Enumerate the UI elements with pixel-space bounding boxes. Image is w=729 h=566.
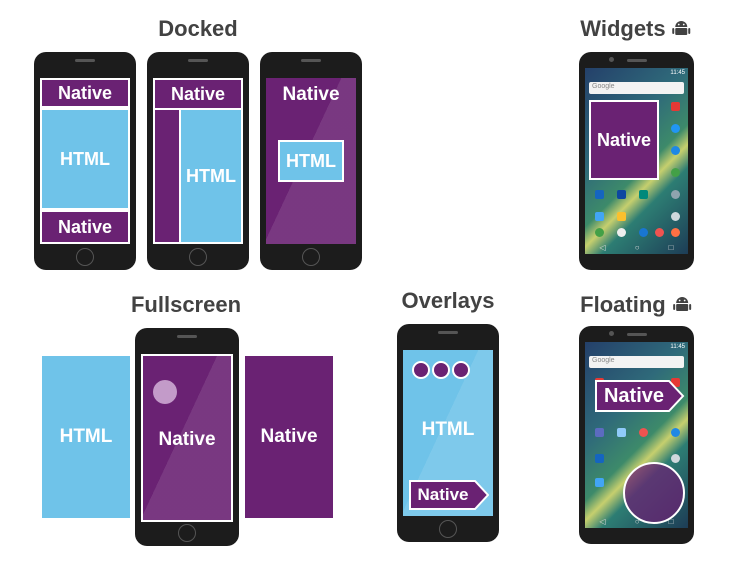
docked-phone-1: Native HTML Native [34, 52, 136, 270]
app-icon[interactable] [671, 190, 680, 199]
html-content: HTML [179, 108, 243, 244]
fullscreen-phone: Native [135, 328, 239, 546]
app-icon[interactable] [671, 124, 680, 133]
app-icon[interactable] [671, 428, 680, 437]
native-widget[interactable]: Native [589, 100, 659, 180]
recents-icon[interactable]: □ [668, 242, 674, 252]
native-top-bar: Native [153, 78, 243, 110]
camera-icon [609, 57, 614, 62]
title-floating-text: Floating [580, 292, 666, 317]
floating-bubble[interactable] [623, 462, 685, 524]
back-icon[interactable]: ◁ [599, 242, 606, 252]
app-icon[interactable] [671, 212, 680, 221]
overlay-dot-icon[interactable] [432, 361, 450, 379]
android-icon [672, 21, 691, 35]
docked-screen-2: Native HTML [153, 78, 243, 244]
native-floating-tag-shape [595, 380, 685, 412]
native-floating-tag[interactable]: Native [603, 384, 665, 407]
app-icon[interactable] [595, 454, 604, 463]
app-icon[interactable] [655, 228, 664, 237]
app-icon[interactable] [671, 102, 680, 111]
camera-icon [609, 331, 614, 336]
app-icon[interactable] [671, 228, 680, 237]
app-icon[interactable] [639, 228, 648, 237]
android-nav-bar: ◁ ○ □ [585, 240, 688, 254]
native-tag-shape [409, 480, 489, 510]
docked-phone-3: Native HTML [260, 52, 362, 270]
app-icon[interactable] [617, 212, 626, 221]
widgets-screen: 11:45 Google Native ◁ ○ □ [585, 68, 688, 254]
home-button-icon [178, 524, 196, 542]
app-icon[interactable] [671, 454, 680, 463]
fullscreen-screen: Native [141, 354, 233, 522]
native-label: Native [282, 84, 340, 105]
title-floating: Floating [580, 292, 692, 318]
app-icon[interactable] [617, 190, 626, 199]
google-search-bar[interactable]: Google [589, 356, 684, 368]
overlays-phone: HTML Native [397, 324, 499, 542]
docked-phone-2: Native HTML [147, 52, 249, 270]
native-label: Native [158, 429, 216, 450]
app-icon[interactable] [671, 146, 680, 155]
phone-speaker-icon [438, 331, 458, 334]
title-widgets: Widgets [580, 16, 691, 42]
phone-speaker-icon [75, 59, 95, 62]
app-icon[interactable] [595, 428, 604, 437]
app-icon[interactable] [617, 228, 626, 237]
docked-screen-1: Native HTML Native [40, 78, 130, 244]
recents-icon[interactable]: □ [668, 516, 674, 526]
html-inset: HTML [278, 140, 344, 182]
title-overlays: Overlays [401, 288, 495, 313]
app-icon[interactable] [671, 168, 680, 177]
google-search-bar[interactable]: Google [589, 82, 684, 94]
android-icon [672, 297, 691, 311]
html-label: HTML [421, 419, 475, 440]
google-search-label: Google [592, 357, 615, 364]
phone-speaker-icon [626, 59, 647, 62]
app-icon[interactable] [671, 378, 680, 387]
app-icon[interactable] [639, 190, 648, 199]
overlay-dot-icon[interactable] [412, 361, 430, 379]
app-icon[interactable] [639, 428, 648, 437]
home-button-icon [302, 248, 320, 266]
fullscreen-native-panel: Native [245, 356, 333, 518]
floating-dot-icon [153, 380, 177, 404]
floating-phone: 11:45 Google ◁ ○ □ Native [579, 326, 694, 544]
app-icon[interactable] [595, 190, 604, 199]
phone-speaker-icon [177, 335, 197, 338]
overlays-screen: HTML Native [403, 350, 493, 516]
android-nav-bar: ◁ ○ □ [585, 514, 688, 528]
app-icon[interactable] [595, 212, 604, 221]
phone-speaker-icon [626, 333, 647, 336]
home-icon[interactable]: ○ [634, 516, 640, 526]
back-icon[interactable]: ◁ [599, 516, 606, 526]
title-widgets-text: Widgets [580, 16, 666, 41]
home-button-icon [189, 248, 207, 266]
native-top-bar: Native [40, 78, 130, 108]
home-button-icon [76, 248, 94, 266]
widgets-phone: 11:45 Google Native ◁ ○ □ [579, 52, 694, 270]
phone-speaker-icon [188, 59, 208, 62]
app-icon[interactable] [617, 428, 626, 437]
overlay-dot-icon[interactable] [452, 361, 470, 379]
native-side-bar [153, 108, 181, 244]
home-icon[interactable]: ○ [634, 242, 640, 252]
title-fullscreen: Fullscreen [130, 292, 242, 317]
title-docked: Docked [158, 16, 238, 41]
app-icon[interactable] [595, 478, 604, 487]
app-icon[interactable] [595, 228, 604, 237]
docked-screen-3: Native HTML [266, 78, 356, 244]
google-search-label: Google [592, 83, 615, 90]
status-time: 11:45 [670, 344, 685, 350]
floating-screen: 11:45 Google ◁ ○ □ Native [585, 342, 688, 528]
phone-speaker-icon [301, 59, 321, 62]
home-button-icon [439, 520, 457, 538]
native-tag[interactable]: Native [417, 485, 469, 504]
fullscreen-html-panel: HTML [42, 356, 130, 518]
native-bottom-bar: Native [40, 210, 130, 244]
html-content: HTML [40, 108, 130, 210]
status-time: 11:45 [670, 70, 685, 76]
